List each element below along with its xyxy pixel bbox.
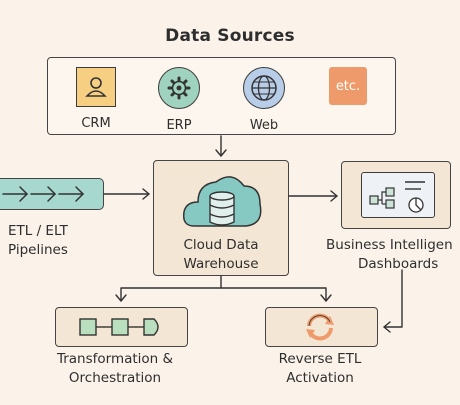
arrow-bi-to-reverse bbox=[383, 269, 403, 328]
diagram-title: Data Sources bbox=[165, 26, 295, 46]
warehouse-label-line2: Warehouse bbox=[183, 256, 259, 272]
arrow-warehouse-to-transform bbox=[120, 275, 222, 302]
dashboard-icon bbox=[361, 172, 435, 218]
user-icon bbox=[76, 67, 116, 107]
reverse-etl-label: Reverse ETL Activation bbox=[250, 350, 390, 388]
etl-label-line2: Pipelines bbox=[8, 242, 68, 258]
etc-badge: etc. bbox=[335, 78, 361, 94]
transformation-label: Transformation & Orchestration bbox=[40, 350, 190, 388]
source-etc: etc. bbox=[308, 67, 388, 105]
bi-label: Business Intelligen Dashboards bbox=[326, 236, 460, 274]
cloud-database-icon bbox=[180, 166, 264, 236]
source-label: Web bbox=[249, 118, 279, 133]
transformation-label-line1: Transformation & bbox=[56, 351, 174, 367]
gear-icon bbox=[158, 67, 200, 109]
bi-label-line1: Business Intelligen bbox=[326, 237, 453, 253]
source-web: Web bbox=[224, 67, 304, 133]
source-erp: ERP bbox=[139, 67, 219, 133]
reverse-etl-label-line1: Reverse ETL bbox=[278, 351, 362, 367]
etc-icon: etc. bbox=[329, 67, 367, 105]
etl-pipeline-icon bbox=[0, 178, 104, 210]
etl-label-line1: ETL / ELT bbox=[8, 223, 68, 239]
source-label: CRM bbox=[81, 116, 111, 131]
reverse-etl-label-line2: Activation bbox=[286, 370, 354, 386]
recycle-icon bbox=[303, 312, 337, 346]
source-crm: CRM bbox=[56, 67, 136, 131]
source-label: ERP bbox=[166, 118, 192, 133]
globe-icon bbox=[243, 67, 285, 109]
bi-label-line2: Dashboards bbox=[358, 256, 439, 272]
transformation-label-line2: Orchestration bbox=[68, 370, 162, 386]
etl-label: ETL / ELT Pipelines bbox=[0, 222, 106, 260]
pipeline-blocks-icon bbox=[78, 315, 164, 343]
warehouse-label: Cloud Data Warehouse bbox=[153, 236, 289, 274]
arrow-warehouse-to-reverse bbox=[220, 287, 327, 302]
warehouse-label-line1: Cloud Data bbox=[183, 237, 259, 253]
